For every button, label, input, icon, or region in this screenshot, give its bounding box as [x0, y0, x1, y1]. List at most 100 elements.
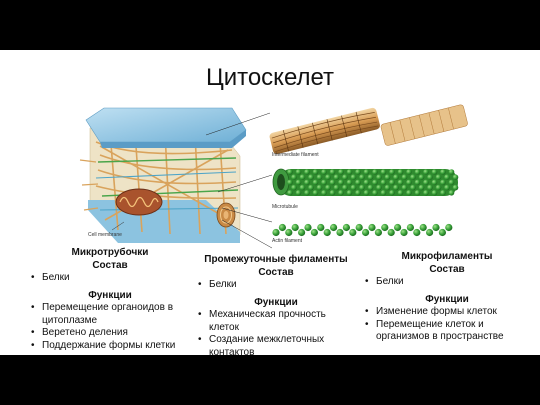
- microtubule-bead: [418, 174, 425, 180]
- microtubule-bead: [393, 174, 399, 180]
- microtubule-bead: [401, 184, 408, 191]
- microtubule-bead: [342, 184, 348, 191]
- microtubule-bead: [448, 179, 455, 186]
- microtubule-bead: [406, 190, 412, 196]
- microtubule-bead: [363, 190, 370, 196]
- microtubule-bead: [440, 179, 446, 186]
- actin-bead: [355, 223, 363, 232]
- callout-lines: [205, 112, 273, 249]
- actin-bead: [317, 223, 325, 232]
- microtubules-composition-heading: Состав: [92, 259, 128, 271]
- microtubule-bead: [452, 184, 459, 191]
- microtubule-bead: [397, 169, 404, 175]
- actin-bead: [438, 228, 446, 237]
- microtubule-bead: [397, 190, 404, 196]
- microtubule-bead: [346, 169, 353, 175]
- microtubule-bead: [321, 169, 327, 175]
- cell-membrane-callout: Cell membrane: [88, 221, 125, 238]
- microtubule-bead: [440, 190, 446, 196]
- actin-bead: [272, 228, 280, 237]
- microtubule-bead: [342, 174, 348, 180]
- intermediate-filaments-functions-heading: Функции: [254, 296, 298, 308]
- actin-bead: [278, 223, 286, 232]
- microtubule-bead: [346, 179, 353, 186]
- actin-bead: [298, 228, 306, 237]
- microtubule-bead: [338, 169, 344, 175]
- microtubule-bead: [287, 179, 293, 186]
- list-item: Веретено деления: [31, 327, 190, 340]
- actin-bead: [432, 223, 440, 232]
- actin-bead: [387, 228, 395, 237]
- microfilaments-functions-heading: Функции: [425, 293, 469, 305]
- microtubule-bead: [299, 174, 306, 180]
- microtubule-bead: [393, 184, 399, 191]
- microtubule-bead: [350, 174, 357, 180]
- microtubule-bead: [431, 190, 438, 196]
- microtubule-bead: [287, 169, 293, 175]
- microfilaments-heading: Микрофиламенты: [401, 251, 493, 262]
- microtubules-functions-list: Перемещение органоидов в цитоплазме Вере…: [30, 302, 190, 352]
- list-item: Поддержание формы клетки: [31, 340, 190, 353]
- microtubule-bead: [316, 174, 323, 180]
- microtubule-bead: [372, 179, 378, 186]
- microtubule-bead: [376, 184, 382, 191]
- actin-bead: [349, 228, 357, 237]
- microtubule-bead: [410, 184, 416, 191]
- actin-bead: [394, 223, 402, 232]
- microtubule-bead: [312, 179, 319, 186]
- microtubule-bead: [397, 179, 404, 186]
- list-item: Перемещение органоидов в цитоплазме: [31, 302, 190, 327]
- microtubule-bead: [389, 179, 395, 186]
- microtubule-bead: [435, 174, 442, 180]
- microtubule-bead: [452, 174, 459, 180]
- microtubule-bead: [431, 179, 438, 186]
- mitochondrion-icon: [115, 188, 163, 216]
- microtubule-bead: [312, 190, 319, 196]
- actin-bead: [381, 223, 389, 232]
- microtubule-bead: [355, 179, 361, 186]
- microtubule-bead: [427, 174, 433, 180]
- microtubule-bead: [312, 169, 319, 175]
- microtubule-bead: [376, 174, 382, 180]
- actin-bead: [342, 223, 350, 232]
- list-item: Создание межклеточных контактов: [198, 334, 355, 355]
- microtubule-bead: [363, 179, 370, 186]
- microtubule-bead: [406, 179, 412, 186]
- actin-bead: [400, 228, 408, 237]
- actin-bead: [330, 223, 338, 232]
- slide: Цитоскелет: [0, 50, 540, 355]
- list-item: Изменение формы клеток: [365, 306, 530, 319]
- list-item: Механическая прочность клеток: [198, 309, 355, 334]
- actin-bead: [419, 223, 427, 232]
- microtubule-bead: [414, 179, 421, 186]
- microtubule-bead: [414, 169, 421, 175]
- list-item: Перемещение клеток и организмов в простр…: [365, 319, 530, 344]
- actin-bead: [374, 228, 382, 237]
- microtubule-bead: [410, 174, 416, 180]
- microtubule-bead: [418, 184, 425, 191]
- microtubule-bead: [380, 190, 387, 196]
- microtubule-bead: [359, 174, 365, 180]
- microtubules-composition-list: Белки: [30, 272, 190, 285]
- cell-block: [79, 107, 247, 243]
- actin-bead: [291, 223, 299, 232]
- microtubule-bead: [321, 179, 327, 186]
- intermediate-filaments-composition-heading: Состав: [258, 266, 294, 278]
- microtubule-bead: [440, 169, 446, 175]
- microtubule-bead: [423, 169, 429, 175]
- microfilaments-column: Микрофиламенты Состав Белки Функции Изме…: [364, 251, 530, 344]
- microfilaments-composition-list: Белки: [364, 276, 530, 289]
- microtubules-functions-heading: Функции: [88, 289, 132, 301]
- list-item: Белки: [31, 272, 190, 285]
- microtubule-bead: [372, 169, 378, 175]
- microtubule-bead: [291, 184, 297, 191]
- intermediate-filaments-composition-list: Белки: [197, 279, 355, 292]
- microtubules-column: Микротрубочки Состав Белки Функции Перем…: [30, 247, 190, 352]
- microtubule-bead: [401, 174, 408, 180]
- microtubule-bead: [444, 174, 450, 180]
- microfilaments-composition-heading: Состав: [429, 263, 465, 275]
- actin-bead: [413, 228, 421, 237]
- microtubule-bead: [329, 179, 336, 186]
- microtubule-bead: [380, 179, 387, 186]
- actin-bead: [368, 223, 376, 232]
